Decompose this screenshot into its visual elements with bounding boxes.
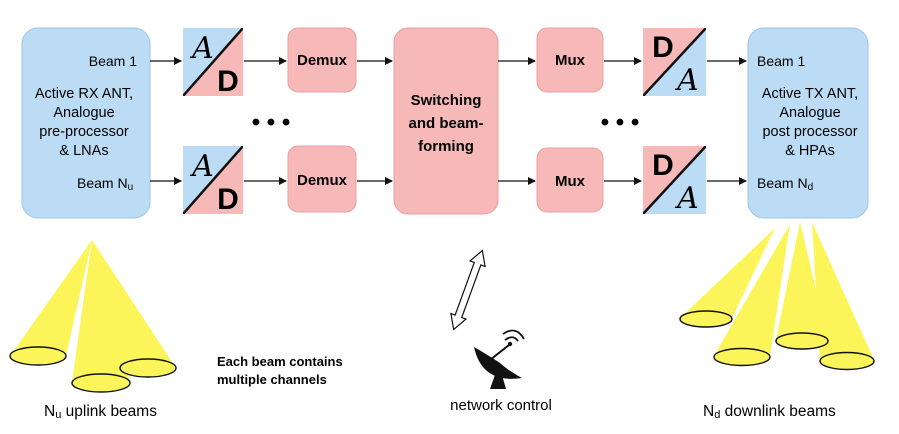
- adc-top-glyph: A: [189, 149, 214, 184]
- tx-line-3: post processor: [762, 124, 857, 140]
- uplink-beams: [9, 240, 177, 393]
- demux-block-bottom: Demux: [287, 145, 357, 213]
- downlink-beam-3: [776, 222, 828, 340]
- uplink-beam-3-footprint: [119, 358, 177, 378]
- uplink-beam-1: [10, 240, 92, 356]
- channels-note-line-2: multiple channels: [217, 372, 327, 387]
- adc-bottom-glyph: D: [217, 183, 239, 216]
- uplink-beams-label: Nu uplink beams: [44, 403, 157, 421]
- adc-block-bottom: A D: [183, 146, 243, 216]
- uplink-beam-2-footprint: [71, 373, 131, 393]
- downlink-beams-label: Nd downlink beams: [703, 403, 836, 421]
- demux-label: Demux: [297, 52, 348, 69]
- downlink-beam-1: [680, 228, 775, 318]
- mux-block-top: Mux: [536, 27, 604, 93]
- mux-block-bottom: Mux: [536, 147, 604, 213]
- tx-beam-bottom-label: Beam Nd: [757, 175, 813, 193]
- ellipsis-left: • • •: [252, 109, 291, 136]
- adc-bottom-glyph: D: [217, 65, 239, 98]
- downlink-beam-2: [714, 224, 790, 356]
- switch-line-3: forming: [418, 138, 474, 155]
- downlink-beam-4-footprint: [819, 351, 875, 371]
- tx-line-2: Analogue: [779, 105, 840, 121]
- demux-label: Demux: [297, 172, 348, 189]
- double-arrow-icon: [450, 249, 486, 331]
- rx-antenna-block: Beam 1 Active RX ANT, Analogue pre-proce…: [21, 27, 151, 219]
- switching-beamforming-block: Switching and beam- forming: [393, 27, 499, 215]
- satellite-dish-icon: [474, 329, 525, 389]
- switch-line-2: and beam-: [408, 115, 483, 132]
- switch-line-1: Switching: [411, 92, 482, 109]
- uplink-beam-3: [92, 240, 176, 368]
- downlink-beam-4: [812, 222, 874, 360]
- signal-arrows: [150, 57, 747, 185]
- tx-line-4: & HPAs: [785, 143, 835, 159]
- dac-block-top: D A: [643, 28, 706, 98]
- dac-top-glyph: D: [652, 31, 674, 64]
- adc-block-top: A D: [183, 28, 243, 98]
- downlink-beam-3-footprint: [775, 332, 829, 350]
- ellipsis-right: • • •: [601, 109, 640, 136]
- rx-beam-top-label: Beam 1: [89, 53, 137, 69]
- tx-line-1: Active TX ANT,: [762, 86, 858, 102]
- dac-bottom-glyph: A: [674, 181, 699, 216]
- adc-top-glyph: A: [189, 31, 214, 66]
- tx-beam-top-label: Beam 1: [757, 53, 805, 69]
- dac-top-glyph: D: [652, 149, 674, 182]
- mux-label: Mux: [555, 173, 586, 190]
- rx-line-4: & LNAs: [59, 143, 108, 159]
- network-control-label: network control: [450, 397, 552, 414]
- dac-bottom-glyph: A: [674, 63, 699, 98]
- downlink-beams: [679, 222, 875, 371]
- rx-line-1: Active RX ANT,: [35, 86, 133, 102]
- dac-block-bottom: D A: [643, 146, 706, 216]
- uplink-beam-1-footprint: [9, 346, 67, 366]
- rx-line-3: pre-processor: [39, 124, 129, 140]
- tx-antenna-block: Beam 1 Active TX ANT, Analogue post proc…: [747, 27, 869, 219]
- demux-block-top: Demux: [287, 27, 357, 93]
- mux-label: Mux: [555, 52, 586, 69]
- channels-note-line-1: Each beam contains: [217, 354, 343, 369]
- rx-line-2: Analogue: [53, 105, 114, 121]
- downlink-beam-1-footprint: [679, 310, 733, 328]
- rx-beam-bottom-label: Beam Nu: [77, 175, 133, 193]
- downlink-beam-2-footprint: [713, 347, 771, 367]
